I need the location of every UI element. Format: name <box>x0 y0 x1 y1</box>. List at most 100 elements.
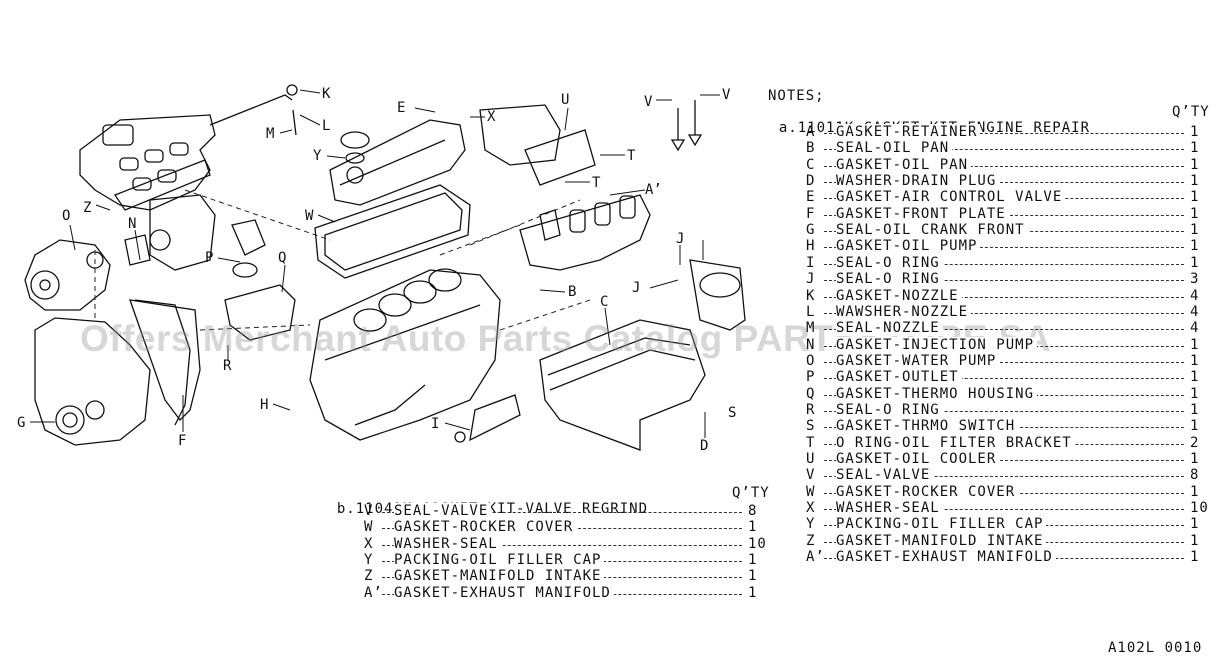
part-qty: 4 <box>1190 303 1200 320</box>
injector-nozzle <box>209 84 298 136</box>
part-name: O RING-OIL FILTER BRACKET <box>836 434 1075 451</box>
part-key: E <box>806 189 816 206</box>
part-key: Y <box>364 551 374 568</box>
kit-a-code: a.11011K <box>778 120 855 136</box>
part-name: GASKET-OUTLET <box>836 369 962 386</box>
part-name: SEAL-VALVE <box>394 503 492 519</box>
part-key: K <box>806 287 816 304</box>
callout-k: K <box>322 86 331 102</box>
part-key: J <box>806 271 816 288</box>
kit-b-code: b.11042K <box>336 501 413 517</box>
water-pump <box>24 239 111 311</box>
part-qty: 1 <box>1190 516 1200 533</box>
part-key: I <box>806 254 816 271</box>
callout-labels: K L M E X U V V T T Y W Z O N P Q A’ J J… <box>17 86 736 454</box>
callout-l: L <box>322 118 330 134</box>
kit-a-qty-header: Q’TY <box>1172 104 1210 120</box>
callout-c: C <box>600 294 608 310</box>
leader-dots <box>824 410 1184 412</box>
leader-dots <box>382 544 742 546</box>
callout-m: M <box>266 126 274 142</box>
callout-t2: T <box>592 175 601 191</box>
part-key: A’ <box>806 549 825 566</box>
part-key: R <box>806 401 816 418</box>
part-qty: 1 <box>1190 483 1200 500</box>
part-qty: 1 <box>1190 385 1200 402</box>
part-name: GASKET-EXHAUST MANIFOLD <box>836 549 1056 566</box>
leader-dots <box>824 280 1184 282</box>
part-key: B <box>806 140 816 157</box>
part-key: O <box>806 352 816 369</box>
leader-dots <box>824 263 1184 265</box>
callout-o: O <box>62 208 70 224</box>
part-key: Y <box>806 516 816 533</box>
thermo-housing <box>224 219 296 341</box>
leader-dots <box>824 182 1184 184</box>
leader-dots <box>382 512 742 513</box>
filler-cap <box>340 131 370 164</box>
part-qty: 1 <box>748 584 758 601</box>
callout-b: B <box>568 284 576 300</box>
callout-g: G <box>17 415 25 431</box>
part-key: V <box>806 467 816 484</box>
callout-t1: T <box>627 148 636 164</box>
part-name: WASHER-SEAL <box>836 500 943 517</box>
part-name: GASKET-OIL COOLER <box>836 451 1000 467</box>
callout-w: W <box>305 208 314 224</box>
front-plate <box>134 299 191 426</box>
part-key: T <box>806 434 816 451</box>
callout-i: I <box>431 416 439 432</box>
callout-x: X <box>487 109 496 125</box>
rocker-cover-gasket <box>314 184 471 279</box>
leader-dots <box>824 329 1184 331</box>
part-qty: 1 <box>1190 352 1200 369</box>
part-key: X <box>806 500 816 517</box>
leader-dots <box>824 149 1184 151</box>
part-qty: 1 <box>1190 222 1200 239</box>
part-name: GASKET-ROCKER COVER <box>836 483 1019 500</box>
part-qty: 1 <box>1190 173 1200 190</box>
part-name: WAWSHER-NOZZLE <box>836 303 972 320</box>
engine-block <box>309 268 501 441</box>
figure-code: A102L 0010 <box>1108 640 1203 656</box>
callout-f: F <box>178 433 186 449</box>
callout-y: Y <box>313 148 322 164</box>
part-key: M <box>806 320 816 337</box>
part-qty: 2 <box>1190 434 1200 451</box>
part-key: V <box>364 503 374 519</box>
part-name: GASKET-EXHAUST MANIFOLD <box>394 584 614 601</box>
part-qty: 4 <box>1190 287 1200 304</box>
front-cover <box>34 299 201 446</box>
part-name: WASHER-SEAL <box>394 535 501 552</box>
part-name: SEAL-O RING <box>836 271 943 288</box>
part-qty: 1 <box>1190 140 1200 157</box>
part-key: A’ <box>364 584 383 601</box>
part-key: H <box>806 238 816 255</box>
part-key: D <box>806 173 816 190</box>
part-name: SEAL-VALVE <box>836 467 934 484</box>
notes-title: NOTES; <box>768 88 825 104</box>
part-qty: 1 <box>1190 205 1200 222</box>
part-qty: 8 <box>1190 467 1200 484</box>
part-name: SEAL-O RING <box>836 254 943 271</box>
valves <box>670 100 703 152</box>
callout-z: Z <box>83 200 91 216</box>
part-qty: 1 <box>748 519 758 536</box>
